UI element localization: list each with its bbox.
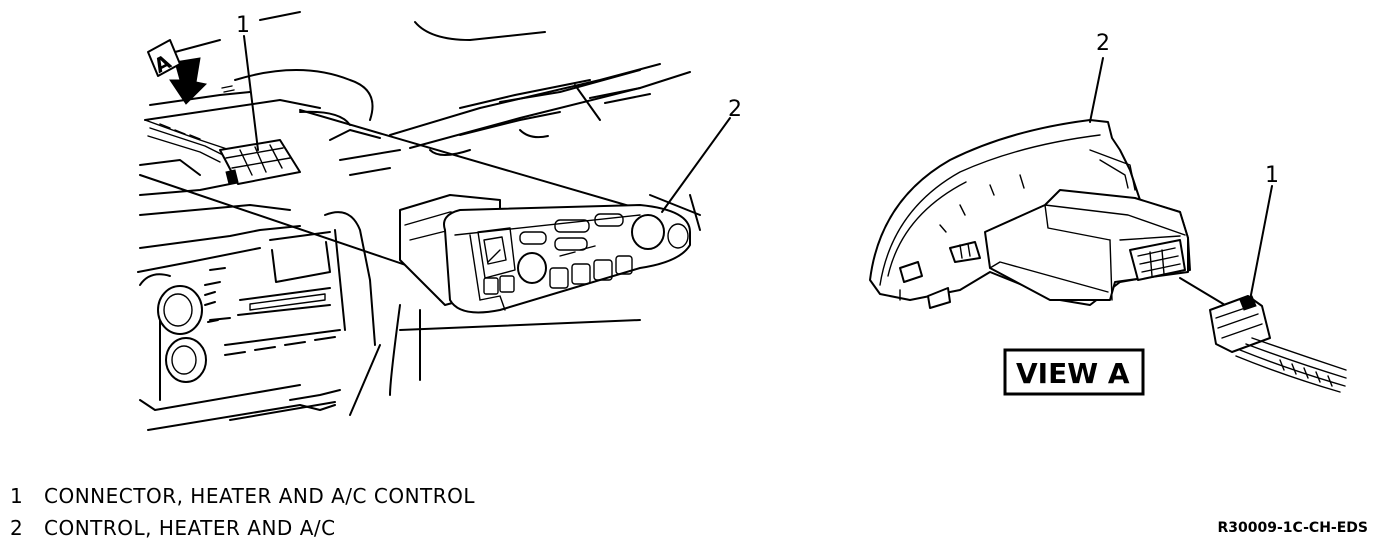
callout-2-right: 2 — [1096, 31, 1110, 56]
left-control-drawing — [399, 194, 691, 314]
legend-item: 1 CONNECTOR, HEATER AND A/C CONTROL — [10, 480, 475, 512]
left-callouts: 1 2 — [236, 13, 742, 213]
view-a-arrow: A — [147, 39, 235, 105]
callout-1-left: 1 — [236, 13, 250, 38]
view-a-label: VIEW A — [1003, 348, 1145, 396]
right-callouts: 2 1 — [1089, 31, 1279, 301]
view-a-drawing — [869, 119, 1347, 393]
reference-code: R30009-1C-CH-EDS — [1217, 520, 1368, 536]
legend-item-number: 1 — [10, 484, 24, 508]
legend-item: 2 CONTROL, HEATER AND A/C — [10, 512, 475, 544]
callout-2-left: 2 — [728, 97, 742, 122]
legend: 1 CONNECTOR, HEATER AND A/C CONTROL 2 CONT… — [10, 480, 475, 544]
legend-item-text: CONNECTOR, HEATER AND A/C CONTROL — [44, 484, 476, 508]
legend-item-number: 2 — [10, 516, 24, 540]
instrument-panel-drawing: A — [137, 11, 701, 431]
left-connector-drawing — [144, 119, 301, 185]
legend-item-text: CONTROL, HEATER AND A/C — [44, 516, 336, 540]
view-a-label-text: VIEW A — [1016, 357, 1130, 390]
right-connector-drawing — [1209, 295, 1347, 393]
callout-1-right: 1 — [1265, 163, 1279, 188]
